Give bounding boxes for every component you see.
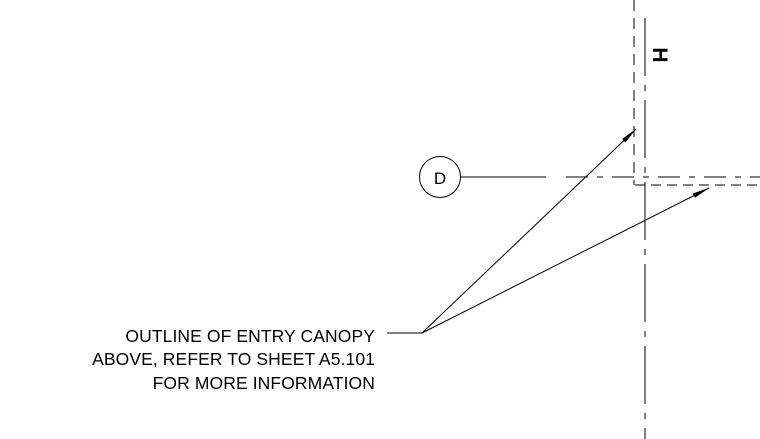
section-mark-label: H [648, 47, 671, 62]
grid-bubble-label: D [434, 169, 446, 188]
note-text-line-3: FOR MORE INFORMATION [152, 373, 375, 393]
note-text-line-1: OUTLINE OF ENTRY CANOPY [125, 326, 375, 346]
note-text-line-2: ABOVE, REFER TO SHEET A5.101 [92, 349, 375, 369]
grid-bubble-circle [419, 156, 461, 198]
leader-arrow-lower [421, 187, 710, 334]
leader-arrow-upper [421, 128, 637, 334]
